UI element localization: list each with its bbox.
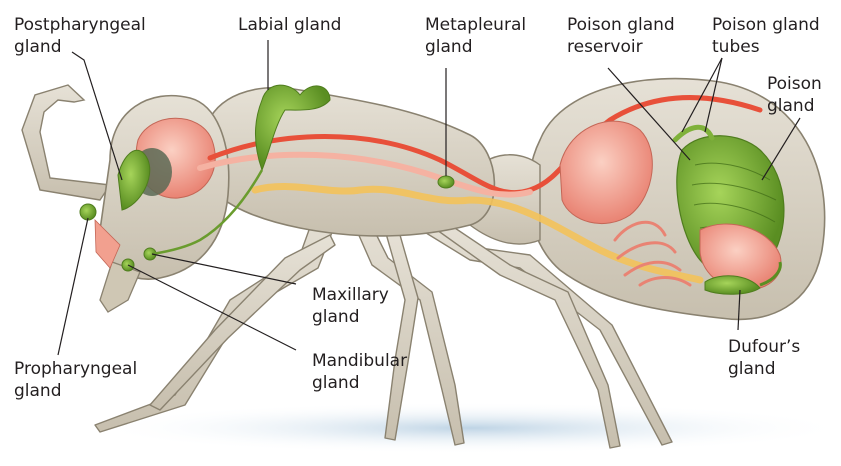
label-poison-gland-tubes: Poison gland tubes [712, 14, 820, 58]
thorax [200, 88, 494, 236]
metapleural-gland [438, 176, 454, 188]
propharyngeal-gland [80, 204, 96, 220]
label-labial-gland: Labial gland [238, 14, 341, 36]
label-mandibular-gland: Mandibular gland [312, 350, 407, 394]
label-dufours-gland: Dufour’s gland [728, 336, 800, 380]
label-poison-gland: Poison gland [767, 73, 822, 117]
label-postpharyngeal-gland: Postpharyngeal gland [14, 14, 146, 58]
label-poison-gland-reservoir: Poison gland reservoir [567, 14, 675, 58]
ground-shadow [90, 402, 841, 454]
mandibles [100, 262, 140, 312]
label-metapleural-gland: Metapleural gland [425, 14, 526, 58]
leader-propharyngeal [58, 218, 88, 355]
label-maxillary-gland: Maxillary gland [312, 284, 389, 328]
label-propharyngeal-gland: Propharyngeal gland [14, 358, 137, 402]
